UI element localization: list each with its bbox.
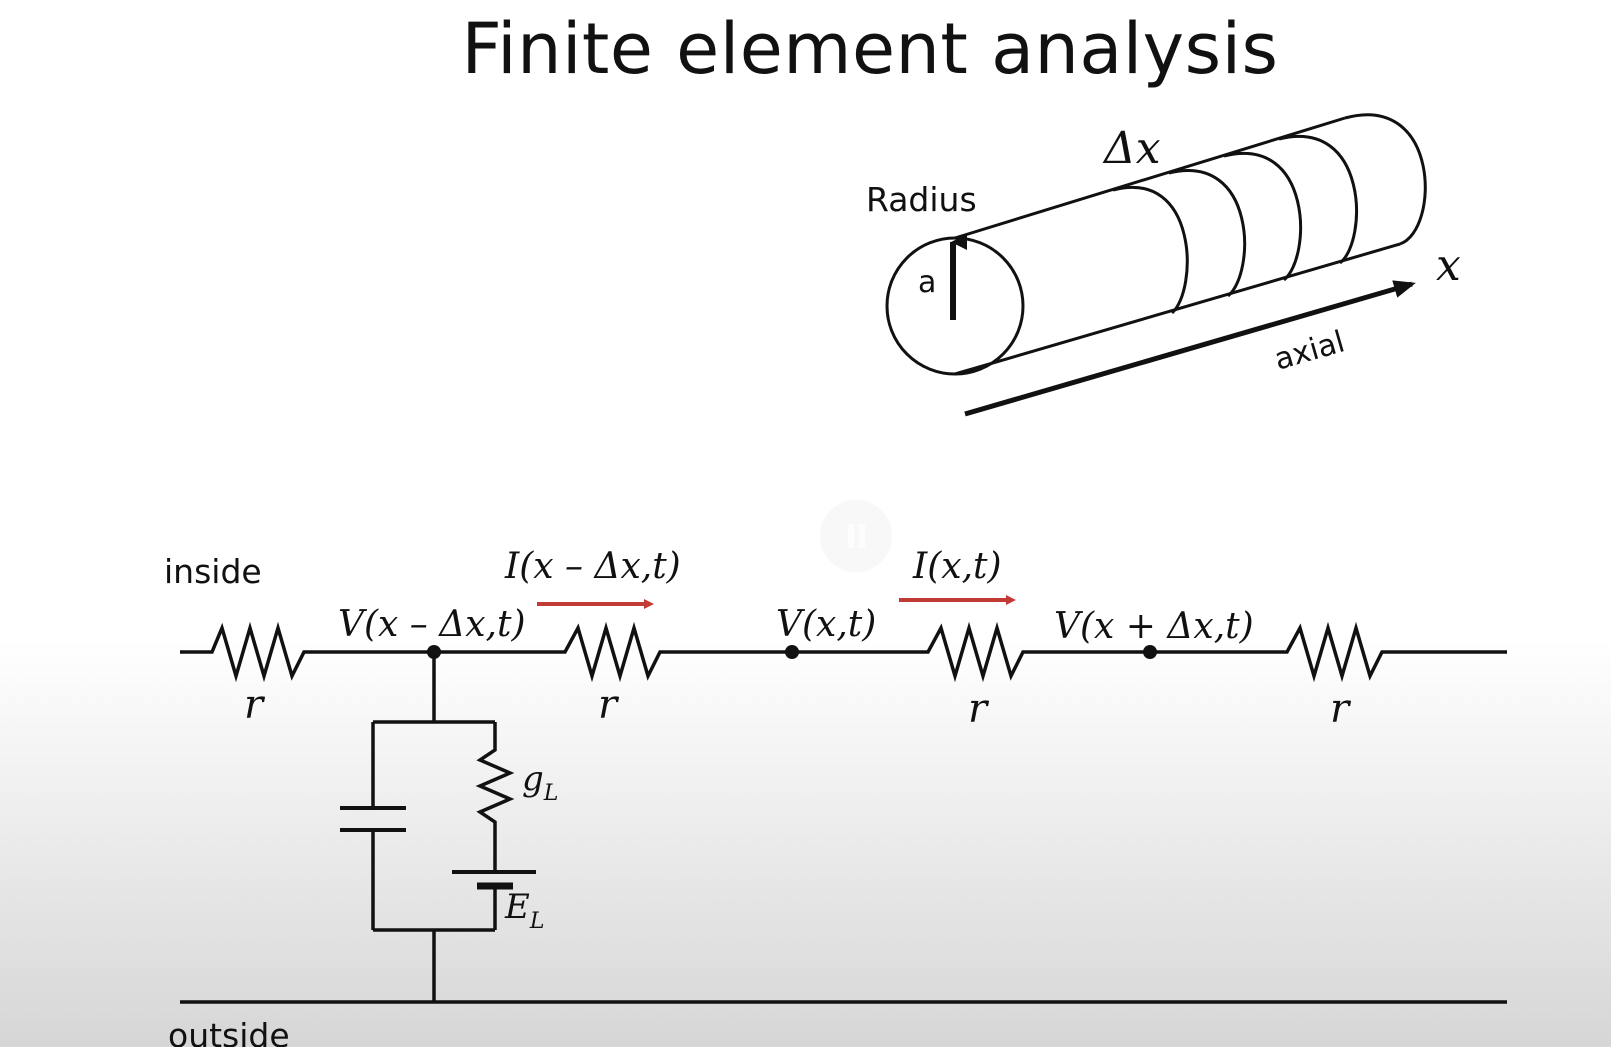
voltage-label-x-plus: V(x + Δx,t) <box>1054 606 1254 647</box>
resistor-label-1: r <box>244 682 266 728</box>
slide-title: Finite element analysis <box>461 8 1279 90</box>
inside-wire <box>180 621 1507 683</box>
cylinder-illustration: Radius a Δx x axial <box>866 113 1461 417</box>
node-x <box>785 645 799 659</box>
outside-label: outside <box>168 1016 290 1047</box>
segment-arc-3 <box>1223 152 1303 282</box>
axial-arrow <box>964 280 1416 417</box>
segment-arc-4 <box>1278 135 1358 265</box>
video-pause-button[interactable] <box>820 500 892 572</box>
segment-arc-1 <box>1112 186 1189 315</box>
battery-label: EL <box>504 887 544 934</box>
voltage-label-x-minus: V(x – Δx,t) <box>338 604 526 645</box>
x-axis-label: x <box>1436 240 1461 291</box>
inside-label: inside <box>164 552 262 591</box>
cylinder-far-end <box>1344 113 1427 246</box>
resistor-label-4: r <box>1330 686 1352 732</box>
radius-symbol: a <box>918 265 936 300</box>
segment-arc-2 <box>1168 169 1247 298</box>
cable-circuit: inside outside r r r r V(x – Δx,t) V(x,t… <box>164 546 1507 1047</box>
pause-icon <box>848 524 854 548</box>
conductance-label: gL <box>522 759 558 806</box>
current-label-x-minus: I(x – Δx,t) <box>504 546 681 587</box>
delta-x-label: Δx <box>1102 123 1161 174</box>
node-x-plus <box>1143 645 1157 659</box>
resistor-label-2: r <box>598 682 620 728</box>
radius-label: Radius <box>866 180 977 219</box>
resistor-label-3: r <box>968 686 990 732</box>
pause-icon-bar <box>859 524 865 548</box>
axial-label: axial <box>1271 324 1349 377</box>
current-label-x: I(x,t) <box>912 546 1002 587</box>
voltage-label-x: V(x,t) <box>776 604 876 645</box>
membrane-branch <box>371 652 515 1002</box>
